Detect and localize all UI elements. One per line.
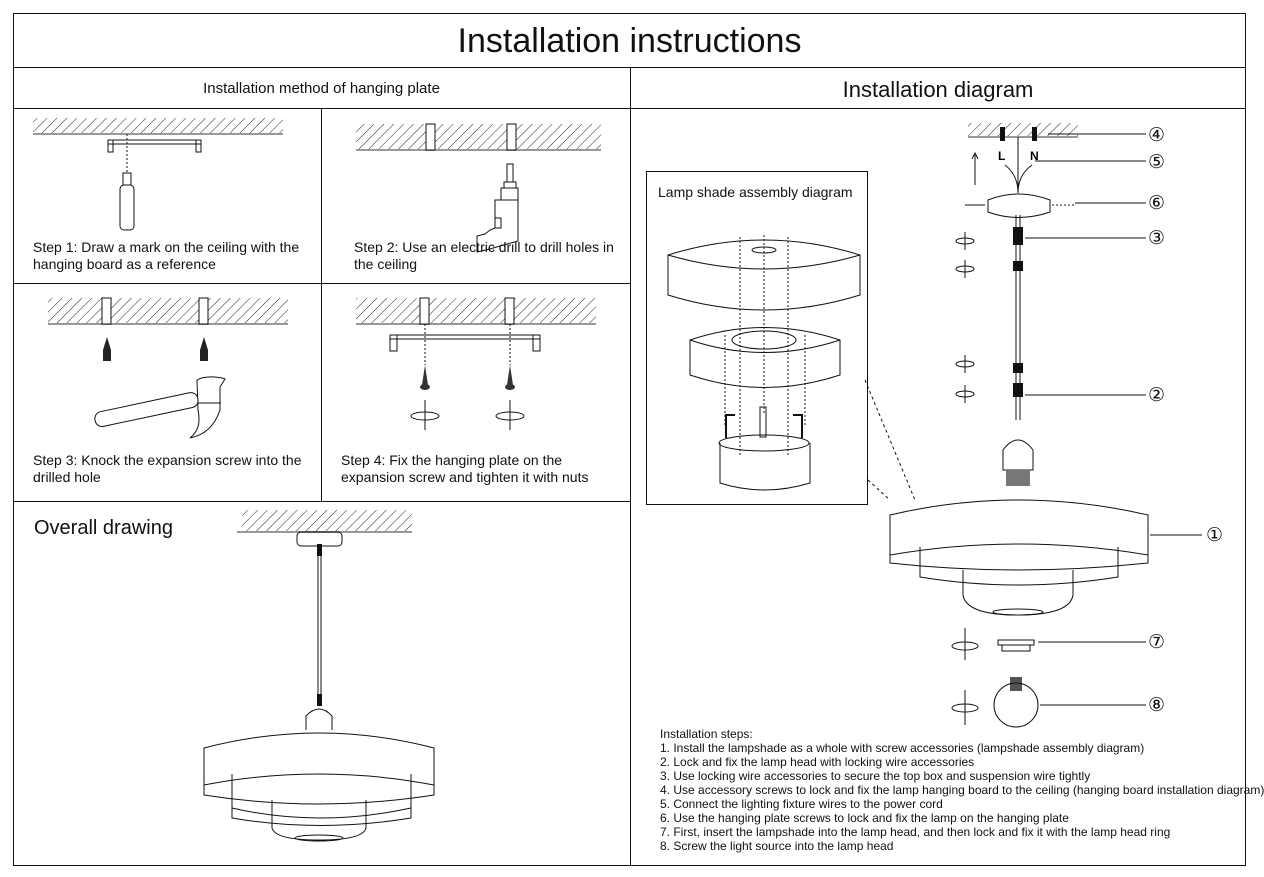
divider: [630, 67, 631, 866]
divider: [13, 67, 1246, 68]
divider: [321, 108, 322, 502]
right-panel-heading: Installation diagram: [842, 77, 1034, 102]
overall-drawing-label: Overall drawing: [34, 517, 173, 539]
live-wire-label: L: [998, 149, 1005, 163]
pencil-marking-icon: [33, 118, 283, 231]
callout-3: ③: [1148, 228, 1166, 249]
divider: [13, 108, 1246, 109]
exploded-installation-diagram: L N: [889, 123, 1202, 728]
callout-5: ⑤: [1148, 152, 1166, 173]
page-title: Installation instructions: [457, 22, 802, 60]
installation-steps: Installation steps: 1. Install the lamps…: [660, 727, 1264, 853]
installation-step: 7. First, insert the lampshade into the …: [660, 825, 1171, 839]
callout-4: ④: [1148, 125, 1166, 146]
callout-1: ①: [1206, 525, 1224, 546]
installation-step: 6. Use the hanging plate screws to lock …: [660, 811, 1069, 825]
hammer-icon: [48, 297, 288, 439]
lamp-shade-assembly-diagram: [667, 235, 861, 491]
installation-steps-title: Installation steps:: [660, 727, 753, 741]
assembly-box-label: Lamp shade assembly diagram: [658, 184, 853, 200]
callout-2: ②: [1148, 385, 1166, 406]
electric-drill-icon: [356, 123, 601, 253]
installation-step: 5. Connect the lighting fixture wires to…: [660, 797, 943, 811]
leader-lines: [864, 379, 916, 501]
callout-6: ⑥: [1148, 193, 1166, 214]
lamp-shade-assembly-box: [646, 171, 868, 505]
step-4-caption: Step 4: Fix the hanging plate on the exp…: [341, 452, 589, 485]
left-panel-heading: Installation method of hanging plate: [203, 80, 440, 97]
step-2-caption: Step 2: Use an electric drill to drill h…: [354, 239, 614, 272]
step-1-caption: Step 1: Draw a mark on the ceiling with …: [33, 239, 300, 272]
divider: [13, 501, 630, 502]
document-frame: [13, 13, 1246, 866]
pendant-lamp-drawing: [203, 510, 435, 842]
callout-8: ⑧: [1148, 695, 1166, 716]
step-3-caption: Step 3: Knock the expansion screw into t…: [33, 452, 302, 485]
installation-step: 2. Lock and fix the lamp head with locki…: [660, 755, 975, 769]
callout-7: ⑦: [1148, 632, 1166, 653]
neutral-wire-label: N: [1030, 149, 1039, 163]
installation-step: 4. Use accessory screws to lock and fix …: [660, 783, 1264, 797]
installation-step: 1. Install the lampshade as a whole with…: [660, 741, 1145, 755]
installation-step: 3. Use locking wire accessories to secur…: [660, 769, 1091, 783]
divider: [13, 283, 630, 284]
installation-step: 8. Screw the light source into the lamp …: [660, 839, 894, 853]
screw-rotate-icon: [356, 297, 596, 430]
